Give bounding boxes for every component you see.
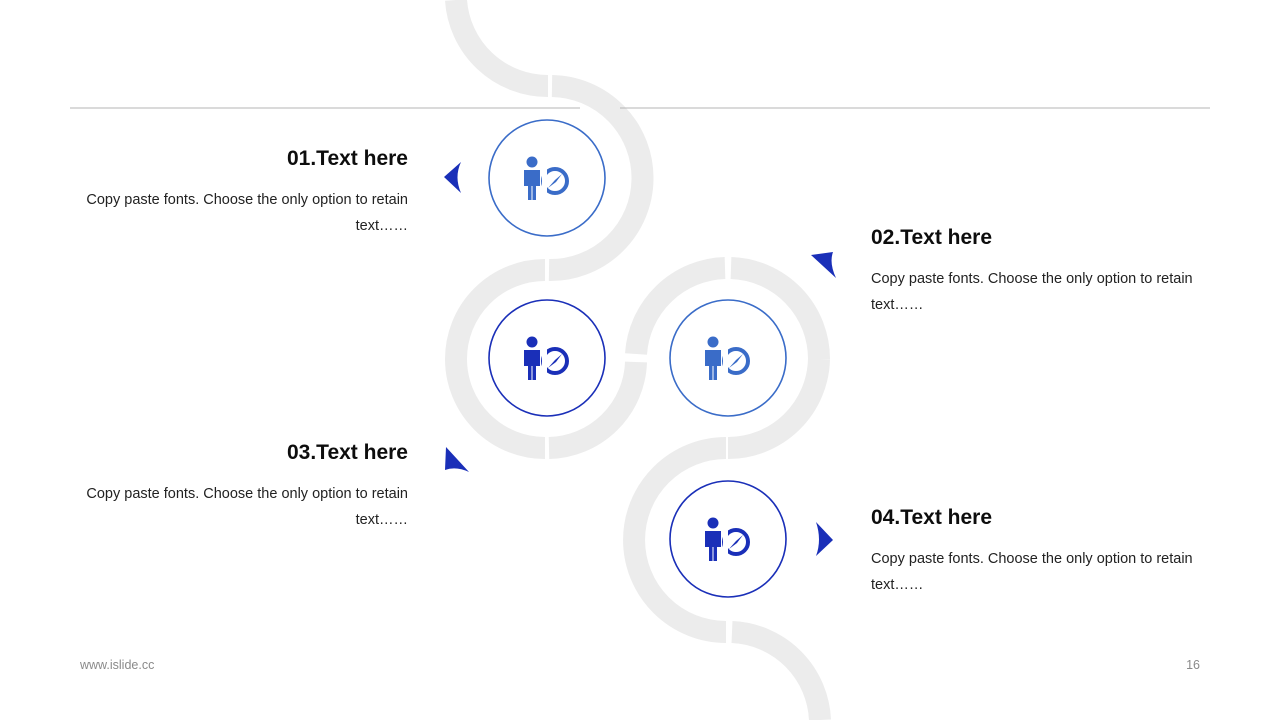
item-title-02: 02.Text here	[871, 226, 993, 249]
track-segment	[727, 358, 830, 459]
track-segment	[445, 0, 549, 98]
icon-circle	[669, 299, 787, 417]
item-description-01: Copy paste fonts. Choose the only option…	[86, 192, 408, 234]
businessman-compass-icon	[705, 336, 750, 380]
track-segment	[623, 437, 727, 643]
track-segment	[731, 621, 831, 720]
pointer-arrow-icon	[444, 162, 461, 193]
item-description-04: Copy paste fonts. Choose the only option…	[871, 551, 1193, 593]
track-segment	[548, 75, 654, 282]
item-description-02: Copy paste fonts. Choose the only option…	[871, 271, 1193, 313]
icon-circle	[669, 480, 787, 598]
page-number: 16	[1186, 658, 1200, 672]
track-segment	[730, 257, 830, 360]
track-segment	[445, 259, 546, 459]
footer-website: www.islide.cc	[80, 658, 155, 672]
businessman-compass-icon	[524, 336, 569, 380]
winding-track	[445, 0, 831, 720]
pointer-arrow-icon	[816, 522, 833, 556]
pointer-arrow-icon	[811, 252, 836, 278]
icon-circle	[488, 299, 606, 417]
businessman-compass-icon	[705, 517, 750, 561]
item-title-03: 03.Text here	[286, 441, 408, 464]
icon-circle	[488, 119, 606, 237]
item-description-03: Copy paste fonts. Choose the only option…	[86, 486, 408, 528]
item-title-04: 04.Text here	[871, 506, 993, 529]
track-segment	[625, 257, 726, 356]
track-segment	[548, 361, 647, 459]
pointer-arrow-icon	[445, 447, 469, 472]
item-title-01: 01.Text here	[286, 147, 408, 170]
businessman-compass-icon	[524, 156, 569, 200]
